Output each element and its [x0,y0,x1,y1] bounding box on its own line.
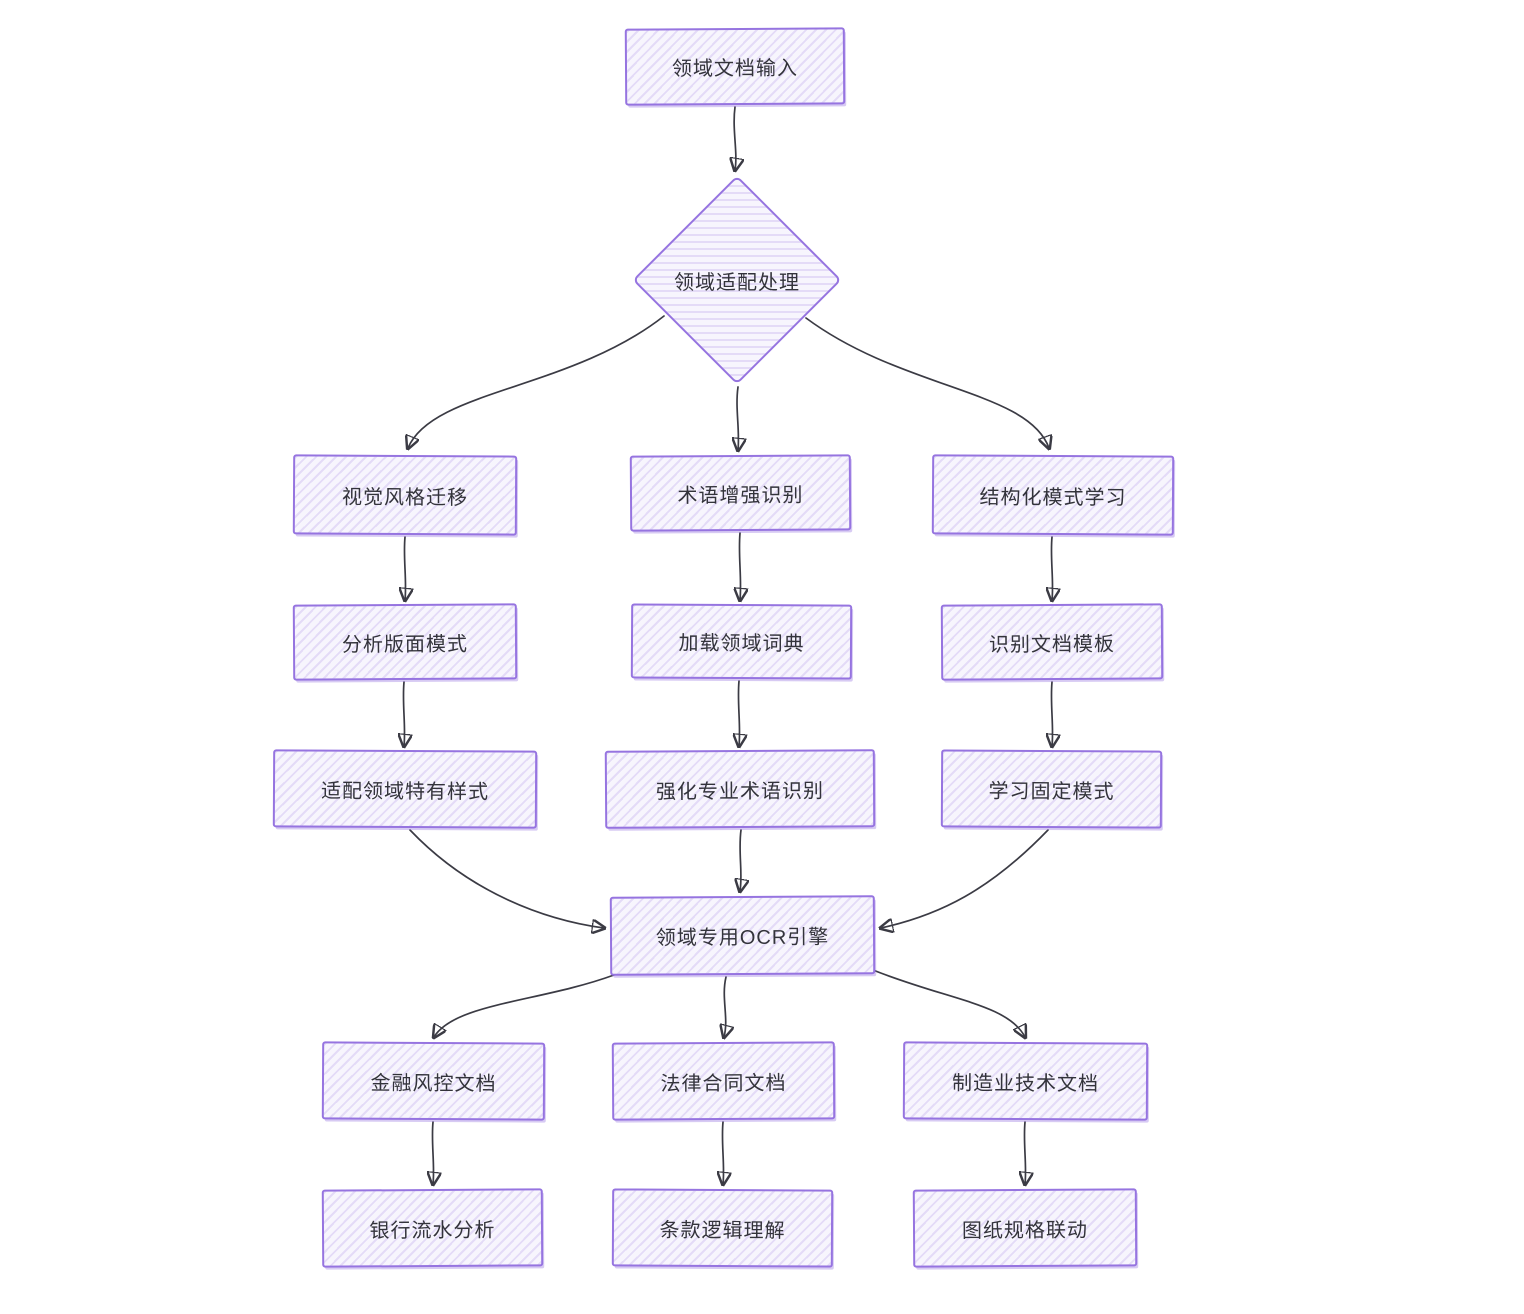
flow-node-domain-style: 适配领域特有样式 [272,749,538,829]
edge-term-dict [739,532,740,600]
edge-ocr-finance [434,974,615,1037]
flow-node-label: 领域专用OCR引擎 [655,926,830,950]
flow-node-label: 强化专业术语识别 [655,779,825,804]
flow-node-term-enhance: 术语增强识别 [629,454,852,532]
edge-adapt-struct [805,317,1049,448]
flow-node-label: 识别文档模板 [988,633,1116,656]
edge-enhance-ocr [740,829,741,891]
flow-node-input: 领域文档输入 [624,27,846,106]
flow-node-drawing-spec: 图纸规格联动 [912,1188,1138,1268]
flow-node-visual-style: 视觉风格迁移 [292,454,518,536]
flow-node-ocr-engine: 领域专用OCR引擎 [609,895,876,976]
edge-mfg-drawing [1024,1121,1025,1184]
flow-node-label: 视觉风格迁移 [341,486,469,509]
flow-node-fixed-pattern: 学习固定模式 [940,749,1163,829]
flow-node-bank-statement: 银行流水分析 [321,1188,544,1268]
flow-node-label: 银行流水分析 [369,1219,496,1242]
flow-node-struct-learn: 结构化模式学习 [931,454,1175,536]
edge-ocr-legal [724,976,726,1037]
flow-node-mfg-doc: 制造业技术文档 [902,1041,1149,1121]
edge-style-ocr [409,829,604,928]
flow-node-label: 法律合同文档 [660,1072,787,1095]
flow-node-label: 学习固定模式 [988,780,1115,803]
flow-node-layout-analyze: 分析版面模式 [292,603,518,681]
edge-template-fixed [1051,681,1052,746]
edge-layout-style [403,681,404,746]
flow-node-label: 领域适配处理 [674,271,800,294]
flow-node-label: 制造业技术文档 [951,1072,1100,1095]
flow-node-label: 领域文档输入 [671,57,799,81]
flow-node-load-dict: 加载领域词典 [630,603,853,680]
edge-visual-layout [404,536,405,600]
flow-node-term-recognition: 强化专业术语识别 [604,749,876,829]
flow-node-finance-doc: 金融风控文档 [321,1041,546,1121]
flow-node-label: 条款逻辑理解 [659,1219,786,1242]
flow-node-label: 分析版面模式 [341,633,469,656]
edge-ocr-mfg [872,969,1025,1037]
edge-fixed-ocr [881,829,1049,928]
edge-dict-enhance [738,680,739,746]
flow-node-adapt-decision: 领域适配处理 [632,175,842,385]
flow-node-clause-logic: 条款逻辑理解 [611,1188,834,1268]
flow-node-label: 结构化模式学习 [979,486,1127,509]
edge-input-adapt [734,106,736,170]
edge-adapt-visual [408,315,665,448]
flow-node-label: 加载领域词典 [678,632,805,656]
edge-legal-clause [722,1121,723,1184]
flow-node-label: 图纸规格联动 [961,1219,1089,1242]
edge-finance-bank [432,1121,433,1184]
flow-node-legal-doc: 法律合同文档 [611,1041,836,1121]
edge-adapt-term [737,386,738,450]
flow-node-doc-template: 识别文档模板 [940,603,1164,681]
edge-struct-template [1051,536,1052,600]
flow-node-label: 术语增强识别 [677,484,804,507]
flow-node-label: 适配领域特有样式 [320,780,490,803]
flow-node-label: 金融风控文档 [370,1072,497,1095]
